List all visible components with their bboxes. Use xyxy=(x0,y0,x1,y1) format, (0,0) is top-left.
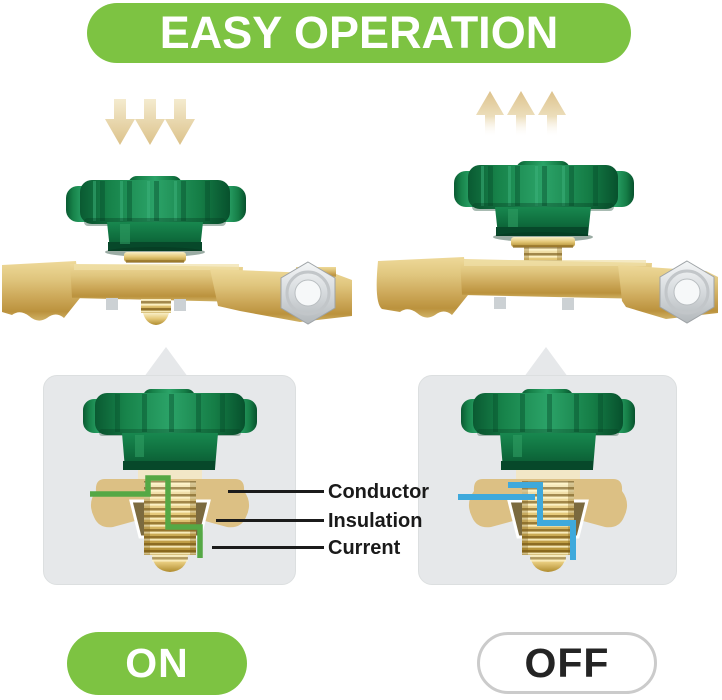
green-knob xyxy=(454,161,634,242)
green-knob xyxy=(83,389,257,470)
callout-label-conductor: Conductor xyxy=(328,481,430,503)
callout-label-insulation: Insulation xyxy=(328,510,423,532)
right-panel-pointer xyxy=(524,347,568,377)
callout-line-current xyxy=(212,546,324,549)
hex-nut xyxy=(280,261,336,325)
lift-up-arrows-icon xyxy=(476,91,566,137)
callout-label-current: Current xyxy=(328,537,401,559)
callout-line-insulation xyxy=(216,519,324,522)
hex-nut xyxy=(659,260,715,324)
green-knob xyxy=(66,176,246,257)
left-panel-pointer xyxy=(144,347,188,377)
off-state-badge: OFF xyxy=(477,632,657,694)
bottom-screw-tip xyxy=(141,299,171,325)
callout-line-conductor xyxy=(228,490,324,493)
cutaway-off-diagram xyxy=(458,389,635,572)
battery-switch-on-photo xyxy=(2,176,352,325)
on-state-badge: ON xyxy=(67,632,247,695)
current-path-off-broken xyxy=(508,482,576,560)
current-path-on xyxy=(90,475,203,558)
cutaway-on-diagram xyxy=(83,389,257,572)
press-down-arrows-icon xyxy=(105,99,195,145)
battery-switch-off-photo xyxy=(376,161,718,324)
green-knob xyxy=(461,389,635,470)
page-title: EASY OPERATION xyxy=(87,3,631,63)
threaded-screw xyxy=(522,481,574,572)
